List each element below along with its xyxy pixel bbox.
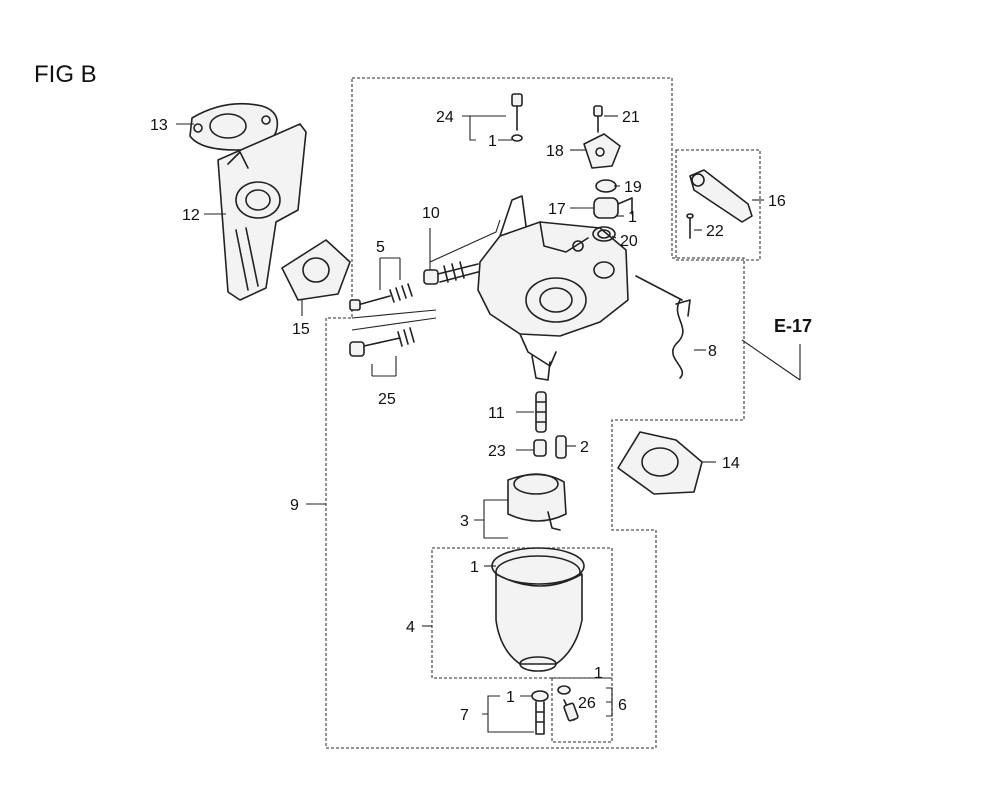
callout-3: 3 [460, 513, 469, 530]
callout-26: 26 [578, 695, 596, 712]
callout-21: 21 [622, 109, 640, 126]
figure-title: FIG B [34, 61, 97, 88]
link-8 [635, 275, 691, 379]
callout-8: 8 [708, 343, 717, 360]
callout-2: 2 [580, 439, 589, 456]
callout-22: 22 [706, 223, 724, 240]
callout-1-bowl: 1 [470, 559, 479, 576]
float-bowl-4 [491, 547, 585, 672]
washer-19 [595, 179, 617, 193]
callout-5: 5 [376, 239, 385, 256]
callout-25: 25 [378, 391, 396, 408]
bracket-12 [217, 123, 307, 301]
cutoff-17 [593, 197, 633, 219]
screw-22 [686, 213, 694, 239]
throttle-stop-screw-10 [423, 261, 479, 285]
callout-9: 9 [290, 497, 299, 514]
callout-14: 14 [722, 455, 740, 472]
callout-18: 18 [546, 143, 564, 160]
callout-1-top: 1 [488, 133, 497, 150]
callout-1-bolt: 1 [506, 689, 515, 706]
gasket-15 [281, 239, 351, 301]
callout-11: 11 [488, 405, 505, 422]
callout-1-drain: 1 [594, 665, 603, 682]
cover-18 [583, 133, 621, 169]
carburetor-body [477, 195, 629, 381]
jet-2 [555, 435, 567, 459]
assembly-frame [325, 77, 745, 749]
screw-21 [593, 105, 603, 133]
callout-7: 7 [460, 707, 469, 724]
callout-6: 6 [618, 697, 627, 714]
callout-24: 24 [436, 109, 454, 126]
callout-4: 4 [406, 619, 415, 636]
callout-17: 17 [548, 201, 566, 218]
float-3 [507, 473, 567, 531]
callout-1-right: 1 [628, 209, 637, 226]
pilot-screw-5 [349, 283, 413, 311]
main-jet-23 [533, 439, 547, 457]
callout-16: 16 [768, 193, 786, 210]
nozzle-11 [535, 391, 547, 433]
choke-lever-16 [689, 169, 753, 223]
callout-10: 10 [422, 205, 440, 222]
callout-15: 15 [292, 321, 310, 338]
callout-13: 13 [150, 117, 168, 134]
drain-screw-26 [557, 685, 579, 722]
reference-e17: E-17 [774, 316, 812, 336]
bolt-7 [531, 690, 549, 735]
callout-23: 23 [488, 443, 506, 460]
screw-set-25 [349, 327, 415, 357]
callout-20: 20 [620, 233, 638, 250]
gasket-13 [189, 102, 279, 151]
screw-24 [511, 93, 523, 142]
callout-19: 19 [624, 179, 642, 196]
drain-frame [551, 677, 613, 743]
gasket-14 [617, 431, 703, 495]
o-ring-20 [592, 226, 616, 242]
callout-labels: 13 12 15 24 1 21 18 19 17 1 20 16 22 8 E… [150, 109, 812, 724]
callout-12: 12 [182, 207, 200, 224]
leader-lines [176, 115, 801, 733]
choke-frame [675, 149, 761, 261]
